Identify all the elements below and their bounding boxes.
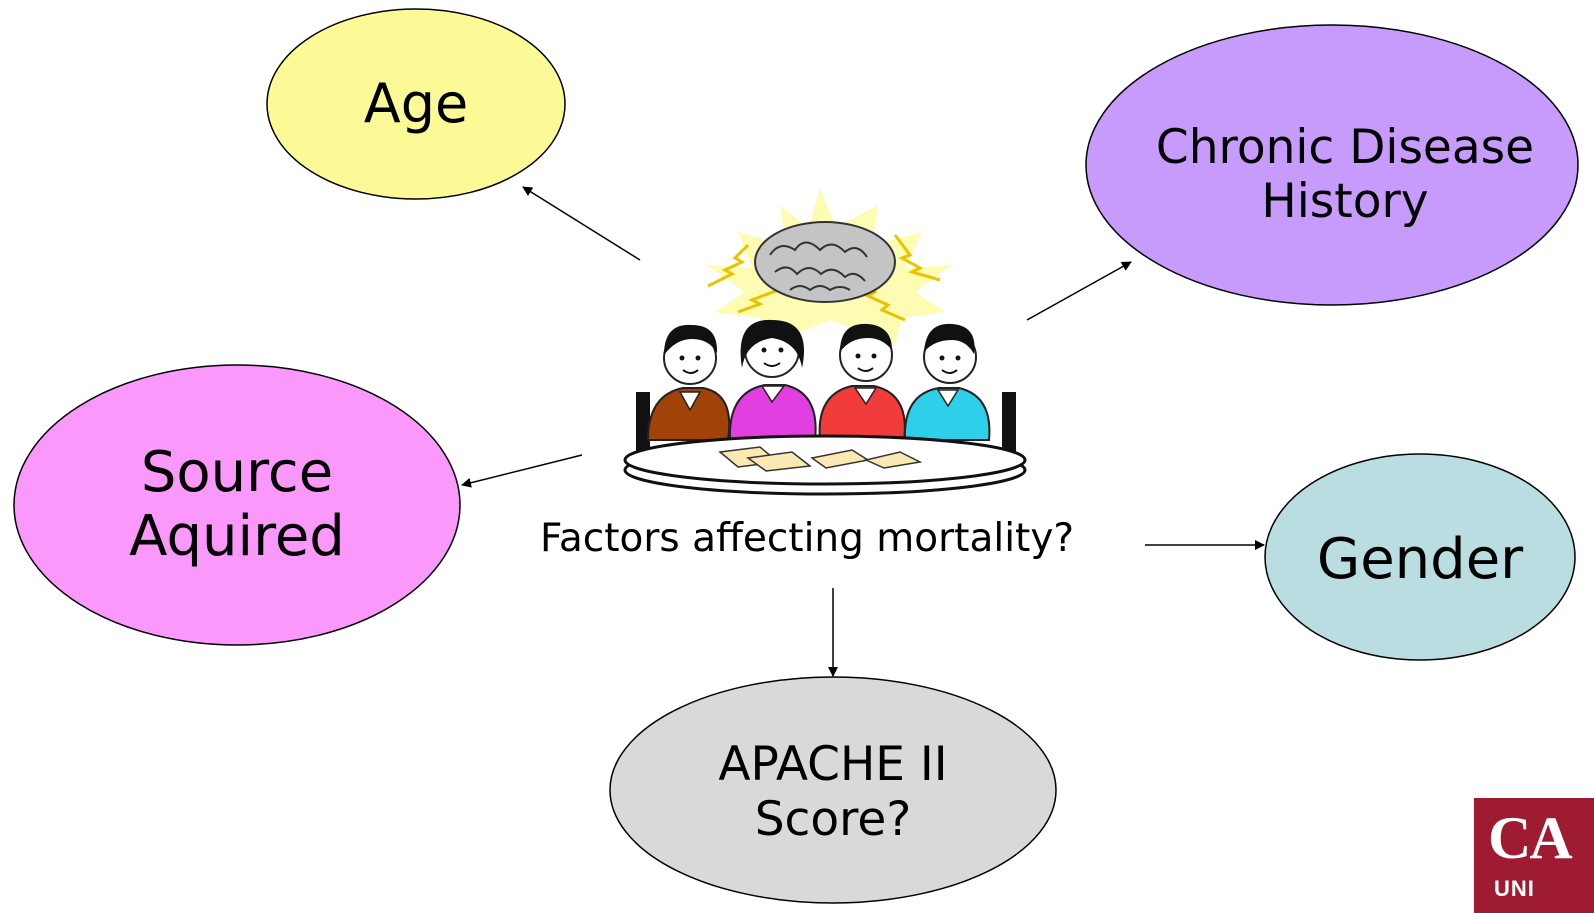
brainstorm-meeting-icon (623, 188, 1027, 496)
person-1-mouth (682, 369, 699, 374)
person-1-body (646, 387, 731, 441)
person-1 (646, 324, 731, 441)
apache-text-line-2: Score? (754, 791, 912, 847)
arrow-to-age (522, 186, 641, 261)
lightning-bolt-left (707, 243, 750, 288)
person-4-collar (936, 389, 960, 408)
source-text-line-1: Source (140, 439, 334, 505)
person-1-collar (678, 391, 702, 412)
person-3 (818, 323, 906, 441)
person-2-body (728, 384, 817, 441)
person-1-eye-l (679, 355, 685, 361)
person-1-eye-r (695, 355, 701, 361)
brain-folds (769, 241, 868, 292)
gender-text: Gender (1316, 526, 1524, 592)
logo-line-2: UNI (1494, 876, 1535, 901)
person-4-eye-r (955, 355, 961, 361)
apache-ellipse (609, 676, 1057, 904)
person-4-body (903, 387, 991, 441)
person-4-eye-l (939, 355, 945, 361)
chair-left (636, 392, 650, 458)
chronic-text-line-1: Chronic Disease (1155, 119, 1535, 175)
person-3-hair (840, 323, 892, 352)
paper-4 (863, 451, 923, 469)
person-4-mouth (941, 369, 958, 374)
person-2-mouth (763, 362, 781, 367)
person-4 (903, 323, 991, 441)
brain-shape (754, 221, 896, 303)
apache-text-line-1: APACHE II (718, 737, 948, 793)
source-ellipse (13, 364, 461, 646)
chronic-text-line-2: History (1261, 174, 1429, 229)
age-ellipse (266, 8, 566, 200)
person-3-collar (853, 387, 878, 406)
logo-line-1: CA (1488, 805, 1573, 871)
person-3-body (818, 385, 906, 441)
source-label: Source Aquired (14, 415, 460, 595)
person-2-eye-l (761, 347, 767, 353)
person-3-mouth (857, 367, 874, 372)
gender-label: Gender (1265, 500, 1575, 620)
person-2-collar (760, 385, 786, 404)
lightning-bolt-right (893, 234, 941, 282)
age-label: Age (267, 9, 565, 199)
paper-2 (746, 451, 812, 472)
person-2-eye-r (778, 347, 784, 353)
person-4-hair (924, 323, 975, 354)
chair-right (1002, 392, 1016, 458)
center-caption: Factors affecting mortality? (540, 516, 1075, 561)
person-3-eye-l (855, 353, 861, 359)
person-2 (728, 319, 817, 441)
source-text-line-2: Aquired (129, 504, 345, 569)
age-text: Age (363, 71, 469, 135)
arrow-to-chronic (1026, 261, 1132, 321)
chronic-ellipse (1085, 24, 1579, 306)
gender-ellipse (1264, 453, 1576, 661)
apache-label: APACHE II Score? (610, 725, 1056, 860)
arrow-to-source (461, 454, 583, 488)
person-1-hair (664, 324, 718, 355)
person-2-hair (740, 319, 804, 368)
chronic-label: Chronic Disease History (1110, 100, 1580, 250)
university-logo: CA UNI (1474, 798, 1594, 913)
person-3-eye-r (871, 353, 877, 359)
